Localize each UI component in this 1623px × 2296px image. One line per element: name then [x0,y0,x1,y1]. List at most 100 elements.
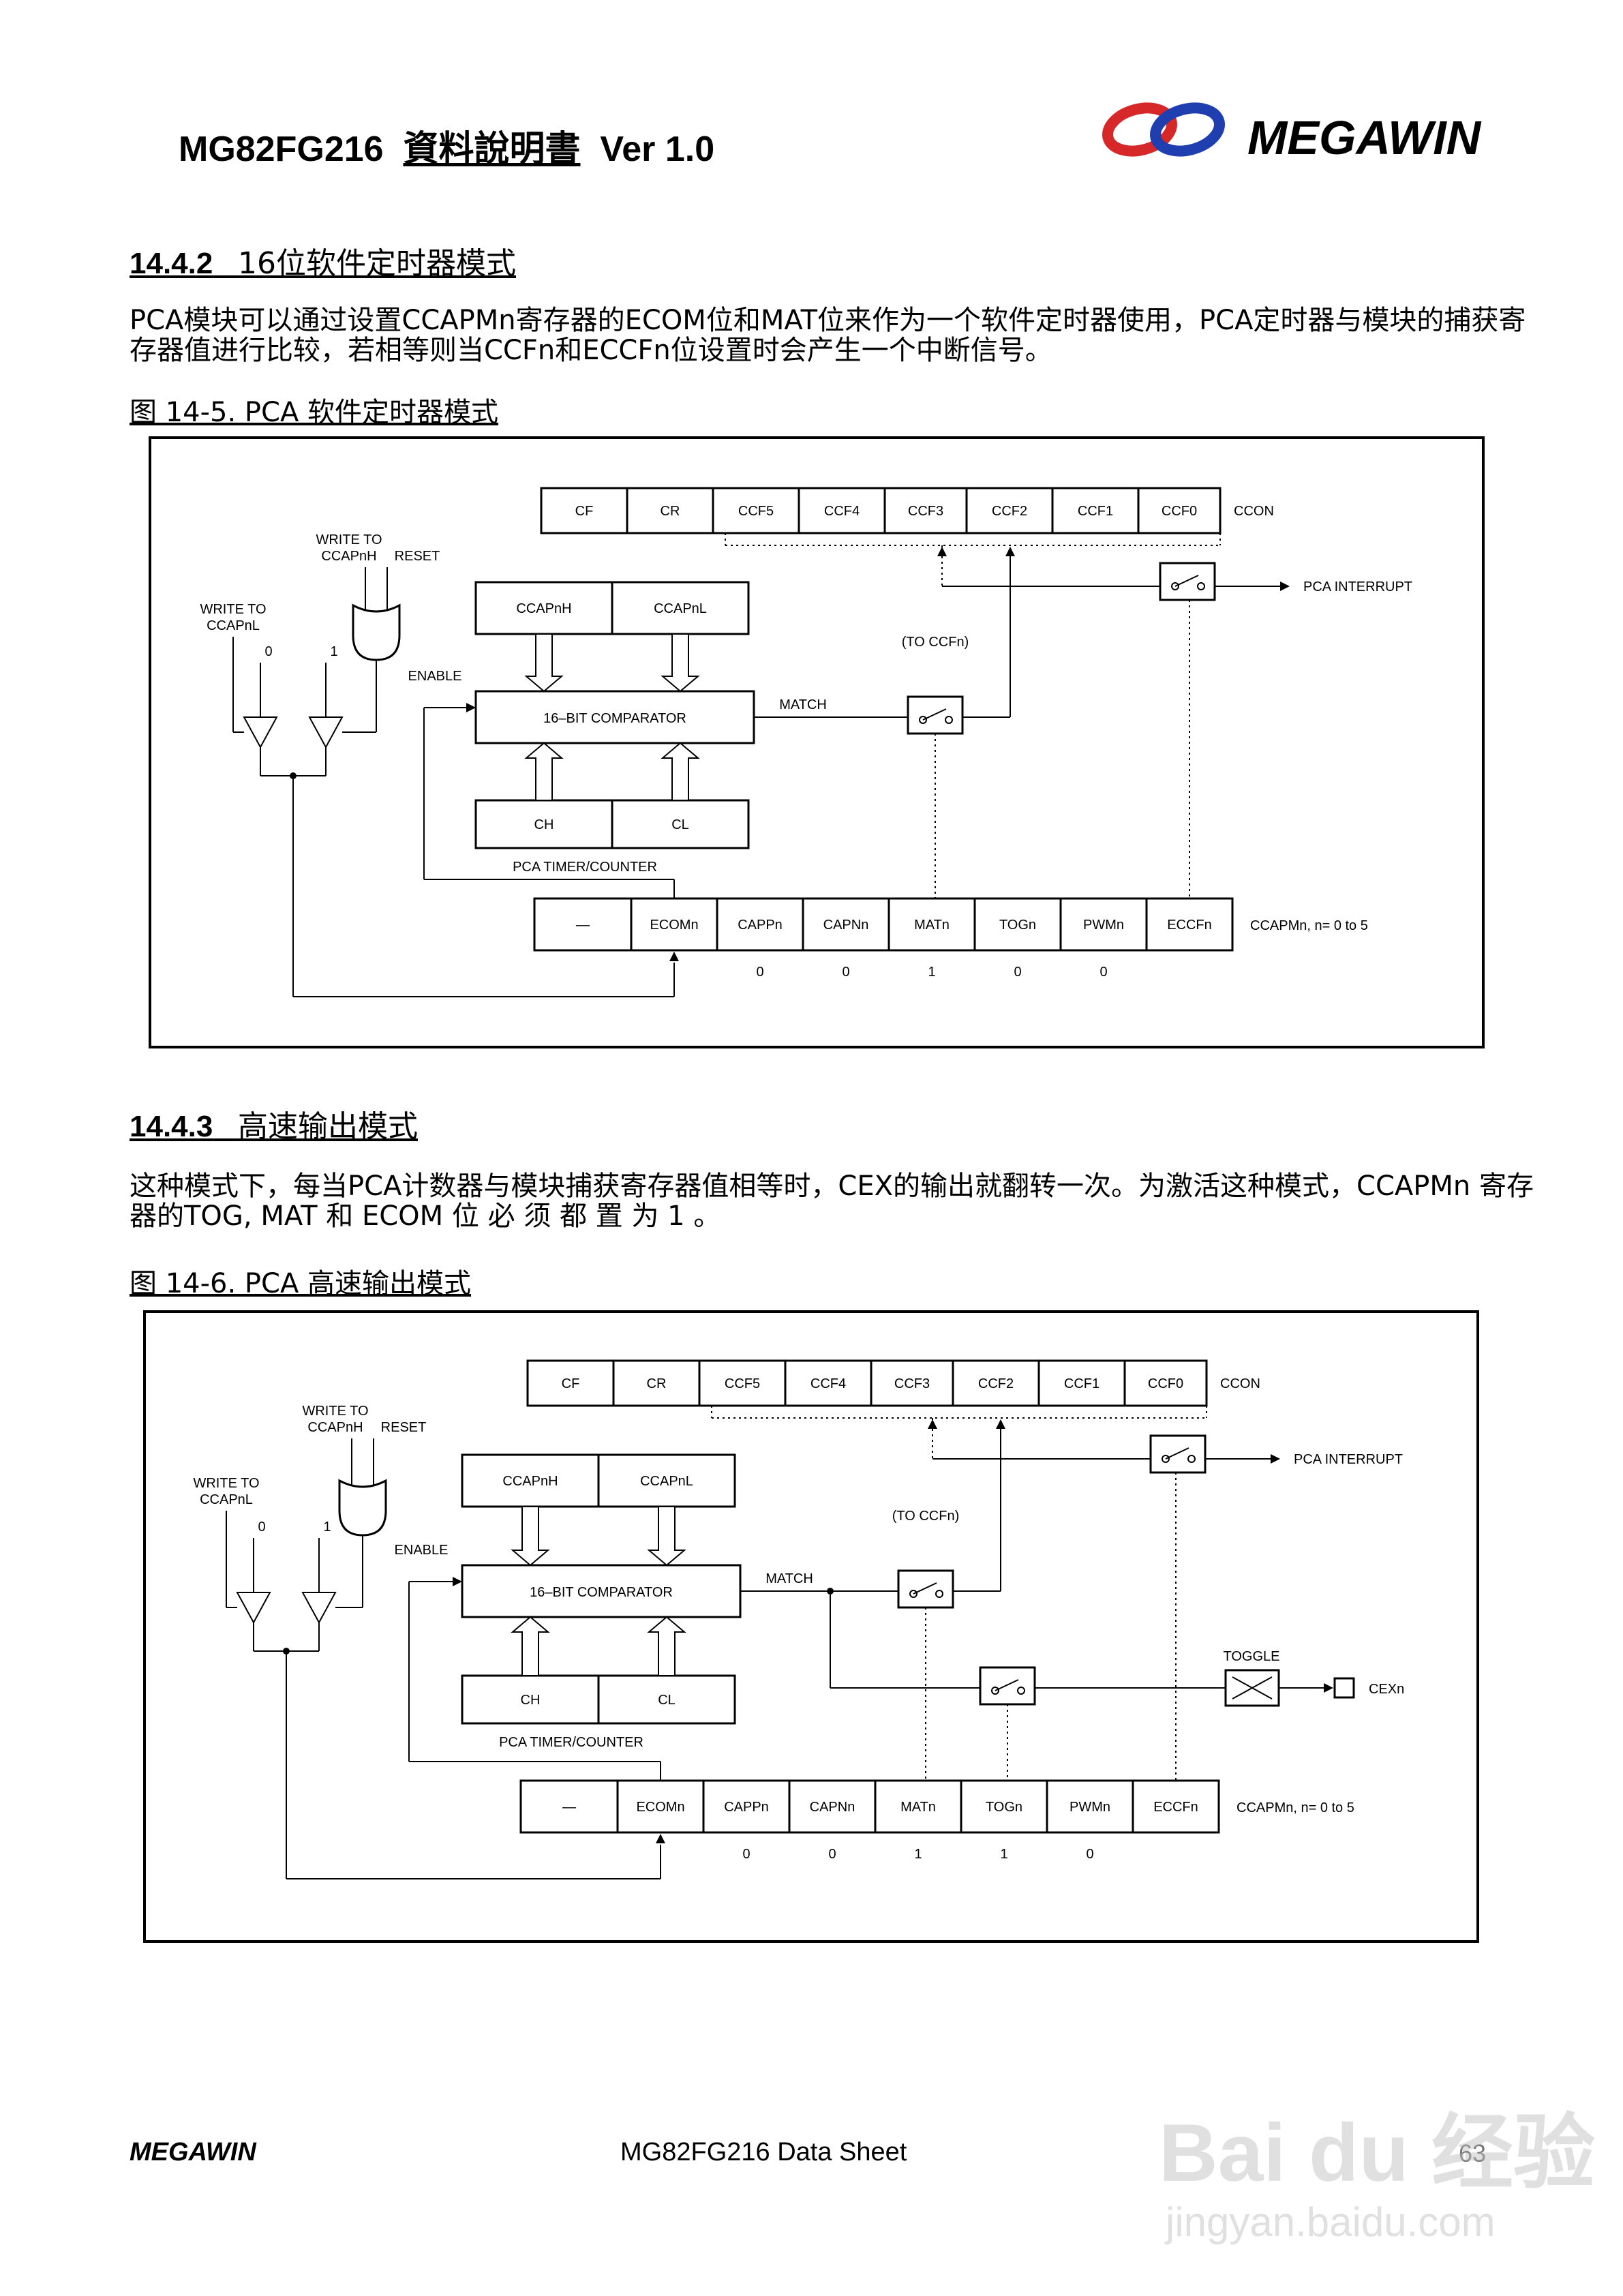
to-ccfn-arrow [1005,547,1015,556]
register-bit-label: CF [562,1376,580,1391]
section-number: 14.4.2 [130,247,213,280]
register-bit-label: — [576,918,590,933]
register-bit-label: ECOMn [650,918,698,933]
register-bit-label: ECCFn [1167,918,1212,933]
ccapl-to-comp-arrow [647,1506,686,1567]
cex-arrow [1324,1683,1333,1693]
register-bit-label: ECCFn [1153,1800,1198,1815]
write-ccapnh-label: WRITE TO [316,532,382,547]
ccapmn-bit-value: 0 [842,965,849,980]
register-cell [474,799,613,849]
toggle-label: TOGGLE [1224,1649,1280,1664]
match-switch [907,695,964,735]
register-cell [788,1779,877,1834]
register-cell [952,1359,1040,1407]
register-bit-label: CCF2 [978,1376,1014,1391]
register-bit-label: CAPPn [738,918,783,933]
switch-contact [1187,1455,1196,1463]
register-cell [888,897,976,952]
switch-contact [945,716,953,724]
register-bit-label: — [562,1800,576,1815]
timer-label: PCA TIMER/COUNTER [513,860,657,875]
register-cell [1123,1359,1208,1407]
cexn-pin [1333,1677,1355,1699]
register-cell [716,897,804,952]
register-cell [611,799,750,849]
ccaph-to-comp-arrow [524,633,564,693]
match-switch [897,1569,954,1609]
ccapmn-bit-value: 1 [928,965,935,980]
buffer-input-0: 0 [258,1520,265,1535]
cexn-label: CEXn [1369,1682,1404,1697]
section-paragraph-1: PCA模块可以通过设置CCAPMn寄存器的ECOM位和MAT位来作为一个软件定时… [130,305,1526,366]
register-bit-label: MATn [900,1800,936,1815]
register-cell [883,487,968,534]
register-bit-label: CL [658,1693,676,1708]
write-ccapnh-label: WRITE TO [302,1404,368,1419]
to-ccfn-label: (TO CCFn) [892,1509,960,1524]
buffer-0 [236,1592,271,1625]
comparator-label: 16–BIT COMPARATOR [530,1585,673,1600]
register-bit-label: CCF4 [824,504,860,519]
switch-blade [1174,575,1199,587]
register-cell [702,1779,791,1834]
buffer-0 [243,716,278,749]
match-label: MATCH [779,697,827,712]
register-bit-label: CCF0 [1148,1376,1183,1391]
footer-page-number: 63 [1459,2139,1487,2167]
register-bit-label: CCF4 [810,1376,846,1391]
footer-doc-title: MG82FG216 Data Sheet [620,2138,907,2166]
baidu-watermark: Bai du 经验 jingyan.baidu.com [1159,2086,1595,2250]
register-cell [874,1779,962,1834]
register-bit-label: CR [647,1376,667,1391]
reset-label: RESET [381,1420,427,1435]
header-title-cn: 資料說明書 [403,129,581,170]
register-bit-label: CCF1 [1078,504,1113,519]
ccf-arrow [937,547,947,556]
ecomn-arrow [669,952,679,961]
register-cell [973,897,1062,952]
buffer-input-0: 0 [264,644,272,659]
register-cell [798,487,886,534]
figure-caption-14-5: 图 14-5. PCA 软件定时器模式 [130,397,499,428]
ccapmn-bit-value: 0 [756,965,763,980]
enable-arrow [453,1577,462,1586]
enable-arrow [466,703,476,712]
register-cell [597,1453,736,1508]
register-cell [1037,1359,1126,1407]
register-cell [1051,487,1140,534]
register-bit-label: CAPNn [823,918,869,933]
enable-label: ENABLE [408,669,462,684]
section-title-14-4-2: 14.4.2 16位软件定时器模式 [130,239,516,282]
or-gate [352,603,401,661]
toggle-cross [1232,1676,1273,1700]
switch-contact [1197,582,1205,590]
register-bit-label: CL [671,817,689,832]
register-cell [1145,897,1234,952]
register-cell [533,897,633,952]
switch-blade [995,1679,1019,1691]
register-cell [960,1779,1048,1834]
buffer-1 [308,716,344,749]
header-title-ver: Ver 1.0 [600,130,715,169]
ccf-arrow [928,1419,937,1429]
register-bit-label: CCF2 [992,504,1027,519]
page-header-title: MG82FG216 資料說明書 Ver 1.0 [179,120,714,171]
ccon-label: CCON [1220,1376,1260,1391]
register-bit-label: MATn [914,918,950,933]
pca-interrupt-label: PCA INTERRUPT [1294,1452,1403,1467]
write-ccapnl-label: CCAPnL [207,618,260,633]
register-bit-label: PWMn [1083,918,1124,933]
section-number: 14.4.3 [130,1110,213,1143]
timer-label: PCA TIMER/COUNTER [499,1735,643,1750]
register-bit-label: CR [661,504,680,519]
ccapmn-bit-value: 0 [1014,965,1021,980]
register-bit-label: CCAPnH [502,1474,558,1489]
register-bit-label: CCAPnH [516,601,571,616]
header-brand: MEGAWIN [1247,111,1481,164]
register-cell [1137,487,1222,534]
register-bit-label: PWMn [1070,1800,1110,1815]
cl-to-comp-arrow [647,1616,686,1676]
ccapmn-label: CCAPMn, n= 0 to 5 [1237,1800,1354,1815]
